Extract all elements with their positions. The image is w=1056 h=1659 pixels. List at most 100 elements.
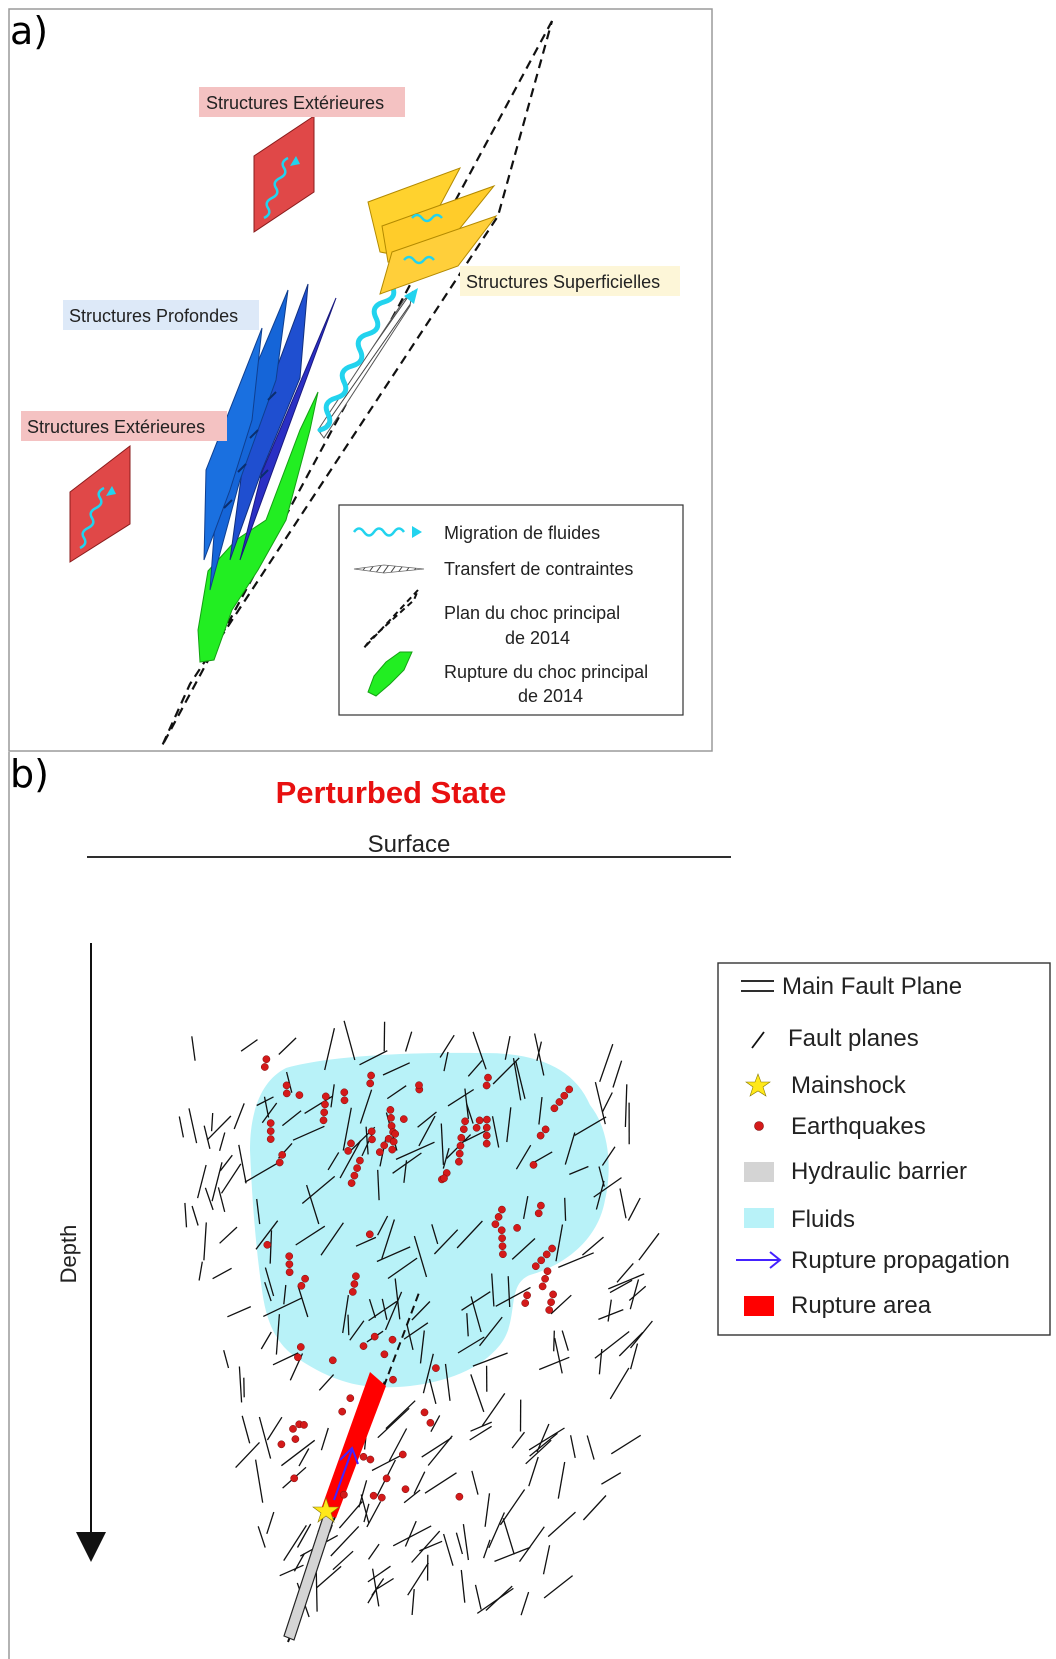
earthquake	[282, 1089, 291, 1098]
earthquake	[426, 1418, 435, 1427]
earthquake	[565, 1085, 574, 1094]
fault-plane	[219, 1226, 238, 1244]
earthquake	[285, 1268, 294, 1277]
fault-plane	[507, 1276, 511, 1308]
fault-plane	[536, 1041, 543, 1061]
earthquake	[550, 1104, 559, 1113]
earthquake	[513, 1224, 521, 1232]
earthquake	[482, 1081, 491, 1090]
fault-plane	[283, 1284, 287, 1305]
fault-plane	[593, 1177, 622, 1198]
fault-plane	[376, 1246, 411, 1263]
fault-plane	[413, 1235, 428, 1278]
fault-plane	[320, 1427, 329, 1451]
label-superficielles: Structures Superficielles	[466, 272, 660, 292]
fault-plane	[297, 1285, 309, 1318]
fault-plane	[547, 1511, 576, 1538]
fault-plane	[211, 1162, 223, 1202]
fault-plane	[628, 1285, 647, 1301]
fault-plane	[522, 1195, 529, 1220]
earthquake	[266, 1127, 275, 1135]
earthquake	[523, 1291, 531, 1300]
legend-barrier-icon	[744, 1162, 774, 1182]
fault-plane	[384, 1291, 403, 1331]
fault-plane	[212, 1267, 232, 1280]
fault-plane	[504, 1035, 511, 1060]
fault-plane	[555, 1224, 564, 1262]
fault-plane	[382, 1062, 410, 1076]
fault-plane	[609, 1279, 633, 1294]
legend-b: Main Fault Plane Fault planes Mainshock …	[717, 962, 1051, 1336]
legend-fluids-text: Migration de fluides	[444, 523, 600, 543]
label-bg-ext-left	[21, 411, 227, 441]
fault-plane	[427, 1435, 453, 1466]
earthquake	[541, 1125, 550, 1134]
fault-plane	[376, 1577, 394, 1590]
legend-earthquake-icon	[754, 1121, 764, 1131]
earthquake	[537, 1256, 546, 1265]
fault-plane	[392, 1525, 432, 1547]
fault-plane	[219, 1154, 233, 1172]
fault-plane	[339, 1140, 362, 1179]
fault-plane	[406, 1323, 414, 1351]
fault-plane	[582, 1495, 607, 1521]
earthquake	[387, 1114, 395, 1122]
legend-propagation-head	[769, 1251, 782, 1269]
fault-plane	[258, 1416, 272, 1459]
fault-plane	[227, 1306, 252, 1318]
fault-plane	[472, 1352, 508, 1367]
earthquake	[415, 1081, 423, 1090]
fault-plane	[367, 1565, 391, 1583]
fault-plane	[444, 1363, 451, 1401]
earthquake	[536, 1131, 545, 1140]
fault-plane	[467, 1060, 483, 1077]
earthquake	[347, 1179, 356, 1187]
earthquake	[368, 1135, 376, 1144]
earthquake	[498, 1242, 507, 1251]
fault-plane	[465, 1103, 474, 1124]
earthquake	[356, 1156, 364, 1165]
fault-plane	[629, 1343, 639, 1370]
earthquake	[391, 1130, 400, 1138]
depth-label: Depth	[56, 1225, 81, 1284]
fault-plane	[266, 1511, 275, 1534]
earthquake	[291, 1435, 300, 1443]
fault-plane	[456, 1220, 483, 1249]
earthquake	[537, 1201, 545, 1210]
legend-mainshock-text: Mainshock	[791, 1072, 907, 1099]
fault-plane	[377, 1215, 389, 1236]
fault-plane	[411, 1301, 431, 1321]
fault-plane	[281, 1110, 302, 1127]
earthquake	[275, 1158, 284, 1167]
earthquake	[440, 1174, 448, 1183]
fault-plane	[278, 1037, 297, 1055]
earthquake	[560, 1091, 569, 1100]
earthquake	[377, 1493, 386, 1502]
fault-plane	[238, 1366, 243, 1403]
fault-plane	[381, 1298, 388, 1320]
fault-plane	[601, 1472, 622, 1485]
earthquake	[321, 1092, 330, 1101]
earthquake	[455, 1157, 463, 1166]
legend-a: Migration de fluides Transfert de contra…	[338, 504, 684, 716]
fault-plane	[377, 1169, 380, 1201]
earthquake	[461, 1117, 469, 1126]
fault-plane	[495, 1286, 531, 1307]
legend-rupture-text-2: de 2014	[518, 686, 583, 706]
fault-plane	[506, 1107, 512, 1143]
fault-plane	[618, 1331, 644, 1357]
fault-plane	[494, 1546, 531, 1563]
fault-plane	[474, 1584, 482, 1610]
fault-plane	[338, 1501, 363, 1529]
fault-plane	[196, 1164, 207, 1199]
earthquake	[482, 1131, 491, 1140]
earthquake	[359, 1452, 368, 1461]
deep-plane	[239, 297, 337, 561]
fault-plane	[478, 1316, 503, 1347]
fault-plane	[332, 1550, 354, 1571]
fault-plane	[610, 1434, 642, 1455]
fault-plane	[538, 1097, 543, 1125]
fault-plane	[320, 1222, 344, 1256]
earthquake	[380, 1350, 389, 1359]
earthquake	[353, 1164, 361, 1172]
